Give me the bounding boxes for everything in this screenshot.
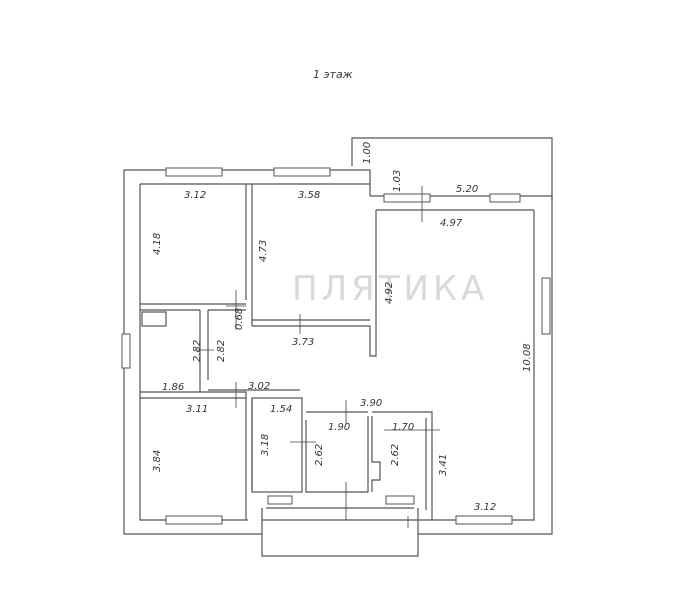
dim-room3-width: 3.11	[186, 404, 208, 415]
dim-bath-width: 1.54	[270, 404, 292, 415]
dim-pantry-height: 3.41	[438, 454, 449, 476]
window	[455, 515, 513, 525]
dim-bath-height: 3.18	[260, 434, 271, 456]
dim-wc-height: 2.62	[314, 444, 325, 466]
dim-corridor: 3.02	[248, 381, 270, 392]
dimension-labels: 3.12 4.18 3.58 4.73 3.73 0.68 1.00 1.03 …	[152, 142, 533, 513]
porch-outline	[351, 137, 553, 200]
dim-room2-gap: 0.68	[234, 308, 245, 330]
window	[165, 167, 223, 177]
window	[273, 167, 331, 177]
dim-room3-height: 3.84	[152, 450, 163, 472]
window	[541, 277, 551, 335]
dim-living-top-inner: 4.97	[440, 218, 463, 229]
window	[489, 193, 521, 203]
window	[121, 333, 131, 369]
dim-hall-height-a: 2.82	[192, 340, 203, 362]
dim-room2-width: 3.58	[298, 190, 320, 201]
dimension-lines	[196, 186, 440, 528]
outer-wall-left	[123, 170, 262, 535]
dim-wc-width: 1.90	[328, 422, 350, 433]
watermark: ПЛЯТИКА	[292, 269, 488, 309]
window	[385, 495, 415, 505]
dim-living-top-outer: 5.20	[456, 184, 478, 195]
walls	[123, 137, 553, 557]
window	[383, 193, 431, 203]
dim-step: 1.03	[392, 170, 403, 192]
dim-hall-width: 1.86	[162, 382, 184, 393]
dim-room2-height: 4.73	[258, 240, 269, 262]
dim-porch-height: 1.00	[362, 142, 373, 164]
window	[165, 515, 223, 525]
dim-living-left: 4.92	[384, 282, 395, 304]
dim-room2-bottom: 3.73	[292, 337, 314, 348]
outer-wall-right	[418, 196, 553, 535]
dim-living-bottom: 3.12	[474, 502, 496, 513]
dim-span: 3.90	[360, 398, 382, 409]
dim-living-right: 10.08	[522, 343, 533, 372]
dim-hall-height-b: 2.82	[216, 340, 227, 362]
window	[267, 495, 293, 505]
windows	[121, 167, 551, 525]
dim-room1-height: 4.18	[152, 233, 163, 255]
floor-title: 1 этаж	[313, 68, 353, 81]
dim-boiler-width: 1.70	[392, 422, 414, 433]
dim-boiler-height: 2.62	[390, 444, 401, 466]
entrance-porch	[261, 508, 419, 557]
dim-room1-width: 3.12	[184, 190, 206, 201]
